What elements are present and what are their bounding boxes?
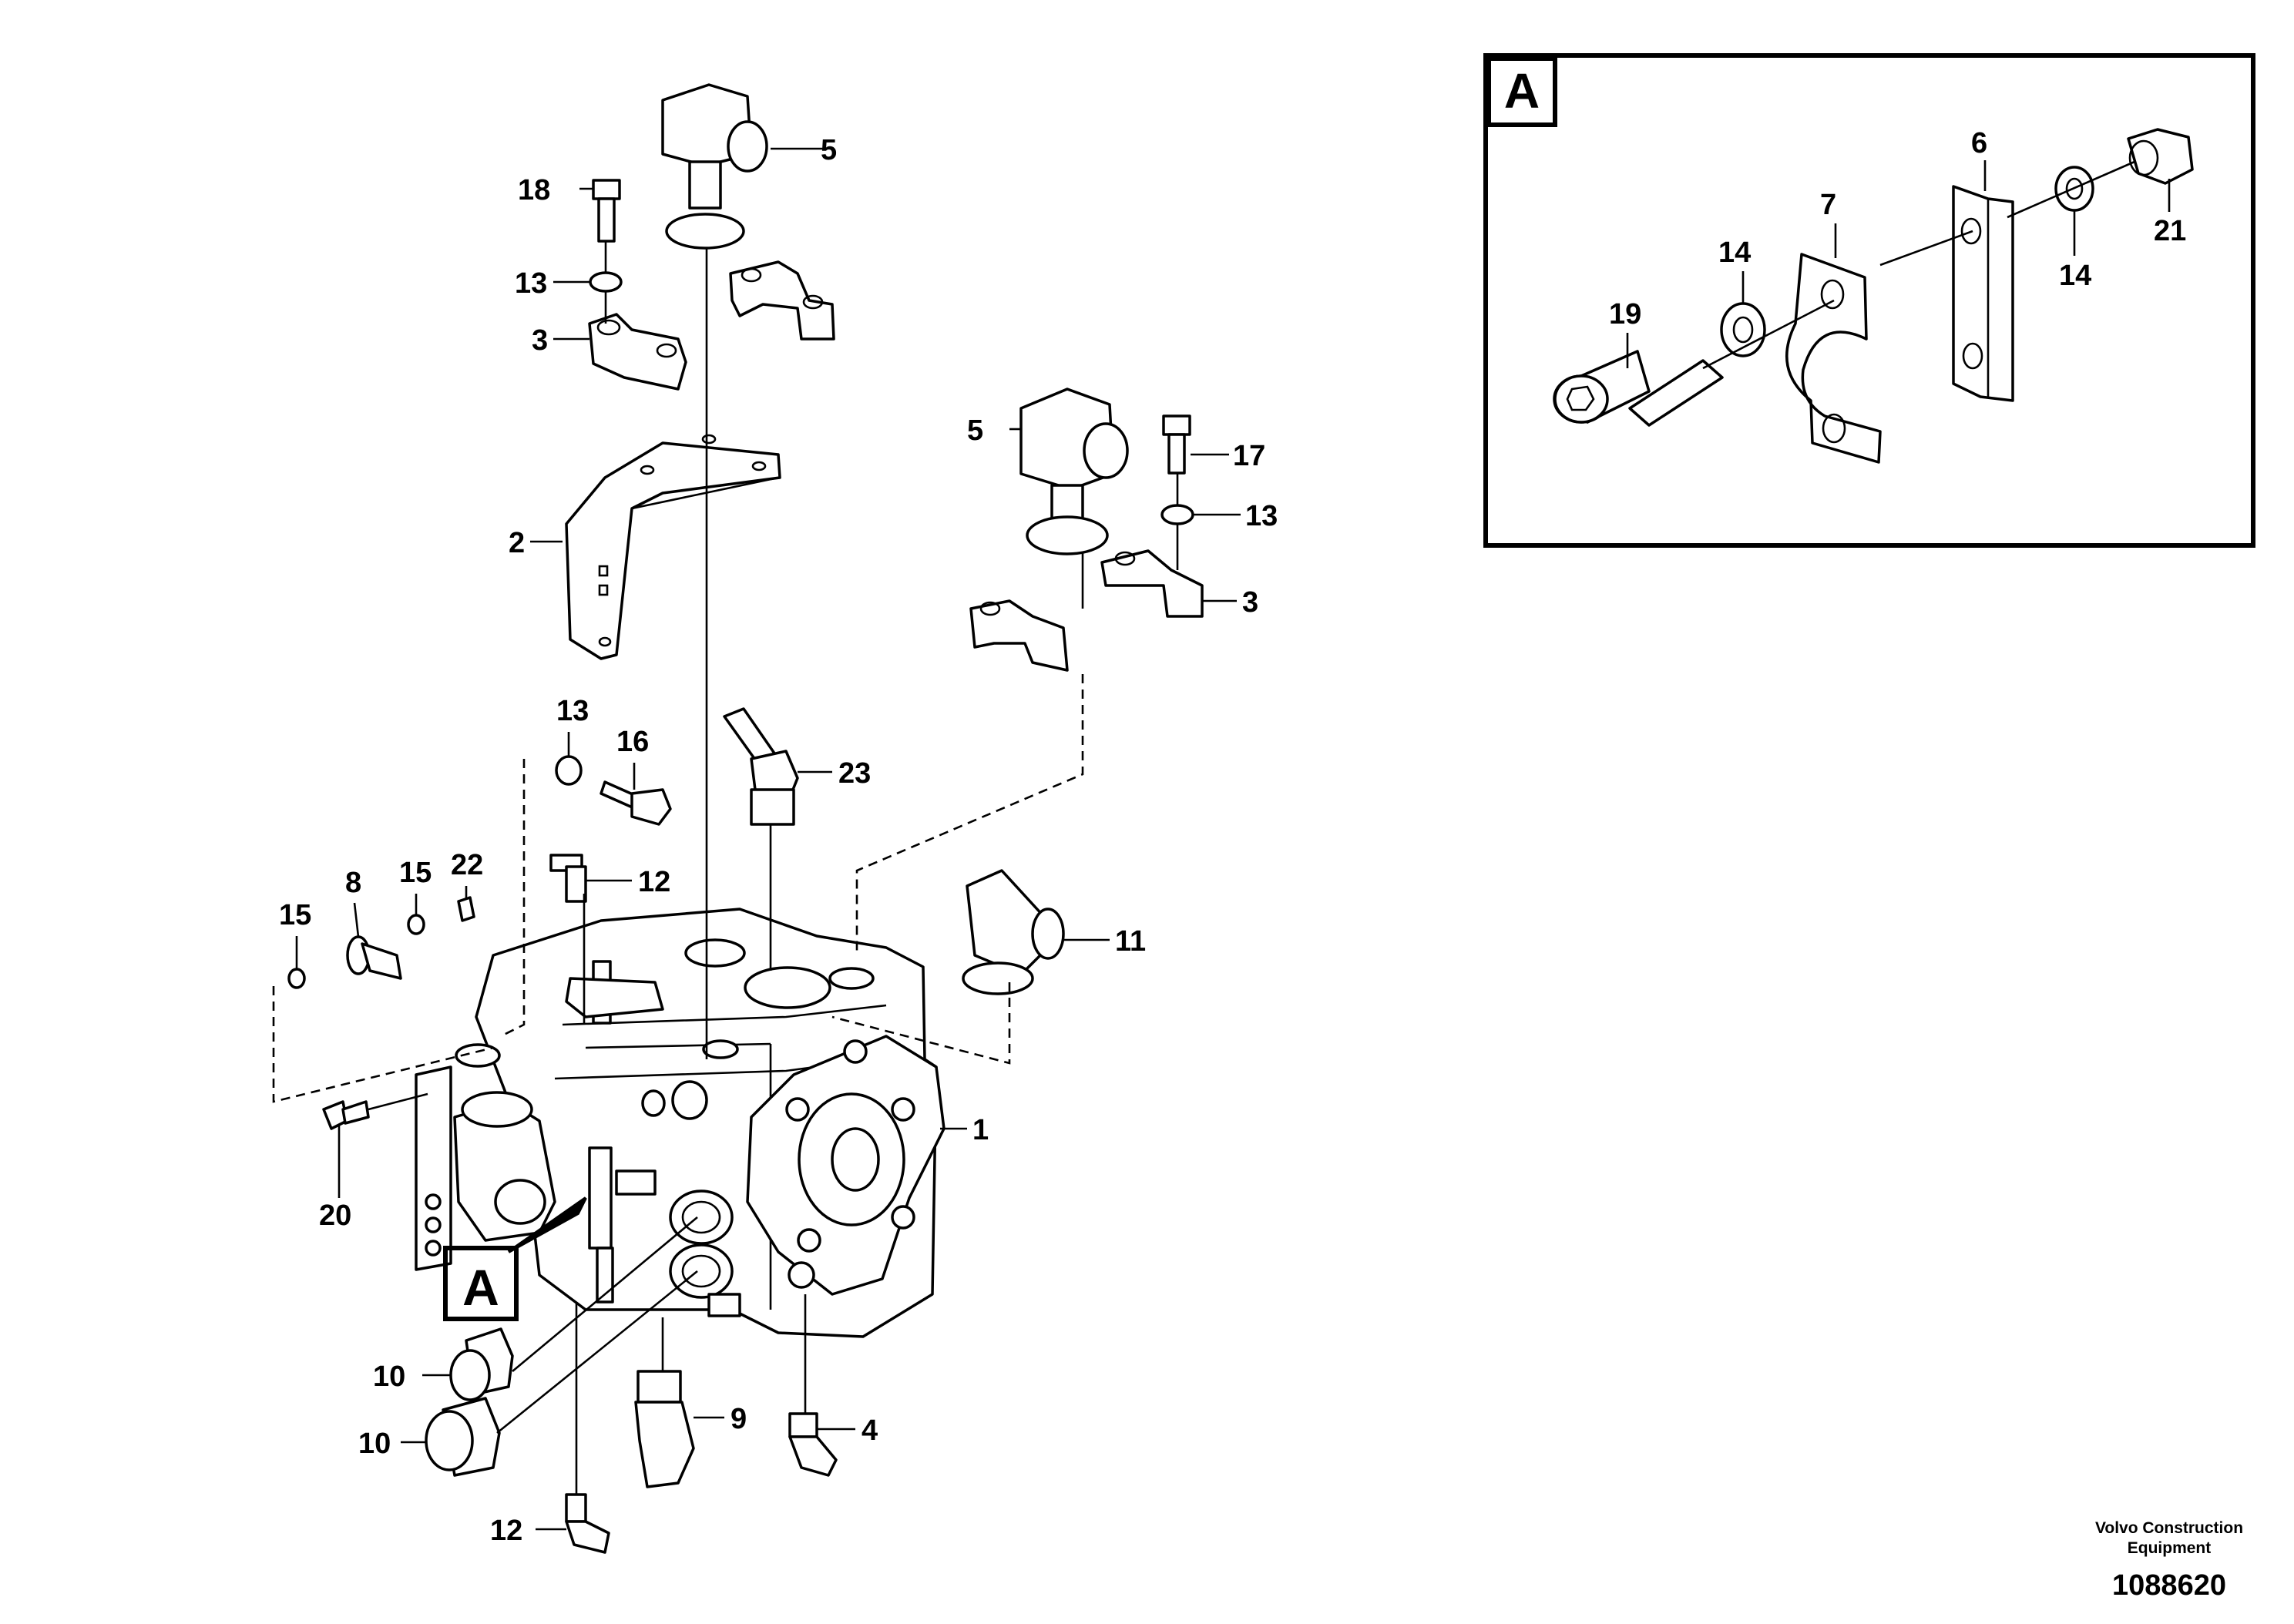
leader-lines xyxy=(295,147,1241,1531)
elbow-connector-12-top xyxy=(549,854,587,903)
callout-18: 18 xyxy=(518,174,550,206)
callout-7: 7 xyxy=(1820,189,1836,221)
washer-13-right xyxy=(1160,504,1194,525)
side-port-upper xyxy=(669,1189,734,1245)
elbow-connector-12-bottom xyxy=(565,1493,610,1554)
callout-10-upper: 10 xyxy=(373,1361,405,1393)
callout-15-left: 15 xyxy=(279,899,311,931)
callout-16: 16 xyxy=(616,726,649,758)
pump-flange xyxy=(746,1035,945,1296)
side-port-lower xyxy=(669,1243,734,1299)
detail-reference-a: A xyxy=(443,1196,587,1321)
callout-11: 11 xyxy=(1115,925,1146,958)
elbow-fitting-9 xyxy=(634,1370,695,1488)
callout-3-left: 3 xyxy=(532,324,548,357)
washer-15-left xyxy=(287,968,306,989)
callout-13-right: 13 xyxy=(1245,500,1278,532)
callout-21: 21 xyxy=(2154,215,2186,247)
callout-13-top: 13 xyxy=(515,267,547,300)
clamp xyxy=(1785,253,1882,464)
sensor-block xyxy=(588,1146,613,1250)
callout-4: 4 xyxy=(862,1414,878,1447)
callout-12-top: 12 xyxy=(638,866,670,898)
bolt-17 xyxy=(1162,414,1191,475)
callout-3-right: 3 xyxy=(1242,586,1258,619)
washer-13-top xyxy=(589,271,623,293)
bolt-20 xyxy=(322,1100,370,1130)
callout-10-lower: 10 xyxy=(358,1428,391,1460)
lower-fitting xyxy=(596,1247,614,1304)
callout-23: 23 xyxy=(838,757,871,790)
clamp-half-top xyxy=(729,260,835,341)
elbow-fitting-right xyxy=(1019,388,1129,555)
detail-frame xyxy=(1483,53,2255,548)
callout-5-top: 5 xyxy=(821,134,837,166)
elbow-fitting-4 xyxy=(788,1412,838,1477)
hydraulic-pump-assembly xyxy=(415,908,945,1338)
callout-2: 2 xyxy=(509,527,525,559)
detail-view-a: A xyxy=(1483,53,2255,548)
sensor-connector xyxy=(615,1169,657,1196)
callout-14-right: 14 xyxy=(2059,260,2091,292)
washer-15-right xyxy=(407,914,425,935)
mount-hole xyxy=(702,1039,739,1059)
clamp-half-3-left xyxy=(588,313,687,391)
top-port-b xyxy=(744,966,831,1009)
sensor-8 xyxy=(346,935,402,980)
base-boss xyxy=(707,1293,741,1317)
callout-1: 1 xyxy=(972,1114,989,1146)
callout-numbers: 5 18 13 3 2 5 17 13 3 13 16 23 12 22 15 … xyxy=(279,127,2186,1547)
callout-13-mid: 13 xyxy=(556,695,589,727)
callout-17: 17 xyxy=(1233,440,1265,472)
plate xyxy=(1952,185,2014,402)
credit-line-2: Equipment xyxy=(2128,1539,2212,1557)
top-port-a xyxy=(684,938,746,968)
callout-8: 8 xyxy=(345,867,361,899)
clamp-half-3-right xyxy=(1100,549,1204,618)
callout-6: 6 xyxy=(1971,127,1987,159)
control-module xyxy=(415,1043,556,1271)
plug-10-lower xyxy=(425,1397,501,1477)
callout-22: 22 xyxy=(451,849,483,881)
elbow-fitting-top xyxy=(661,83,768,250)
top-port-c xyxy=(828,967,875,990)
callout-14-left: 14 xyxy=(1718,237,1751,269)
callout-20: 20 xyxy=(319,1200,351,1232)
socket-bolt xyxy=(1553,350,1724,427)
credit-line-1: Volvo Construction xyxy=(2095,1519,2243,1537)
callout-12-bottom: 12 xyxy=(490,1515,522,1547)
plug-10-upper xyxy=(449,1327,514,1401)
washer-13-mid xyxy=(555,755,583,786)
callout-5-right: 5 xyxy=(967,414,983,447)
callout-15-right: 15 xyxy=(399,857,432,889)
nut xyxy=(2127,128,2194,185)
callout-19: 19 xyxy=(1609,298,1641,331)
screw-22 xyxy=(457,896,475,922)
elbow-fitting-23 xyxy=(723,707,799,826)
clamp-half-lower xyxy=(969,599,1069,672)
drain-plug xyxy=(788,1261,815,1289)
detail-letter: A xyxy=(1504,63,1540,119)
callout-9: 9 xyxy=(731,1403,747,1435)
control-valve xyxy=(565,977,664,1018)
dashed-guide-lines xyxy=(272,674,1084,1103)
side-plug xyxy=(671,1080,708,1120)
bolt-16 xyxy=(600,780,672,826)
elbow-fitting-11 xyxy=(962,869,1065,995)
bracket-2 xyxy=(565,434,781,660)
bolt-18 xyxy=(592,179,621,243)
detail-reference-letter: A xyxy=(462,1259,499,1316)
document-number: 1088620 xyxy=(2112,1569,2226,1602)
detail-letter-box xyxy=(1486,56,1557,127)
footer: Volvo Construction Equipment 1088620 xyxy=(2095,1519,2243,1602)
